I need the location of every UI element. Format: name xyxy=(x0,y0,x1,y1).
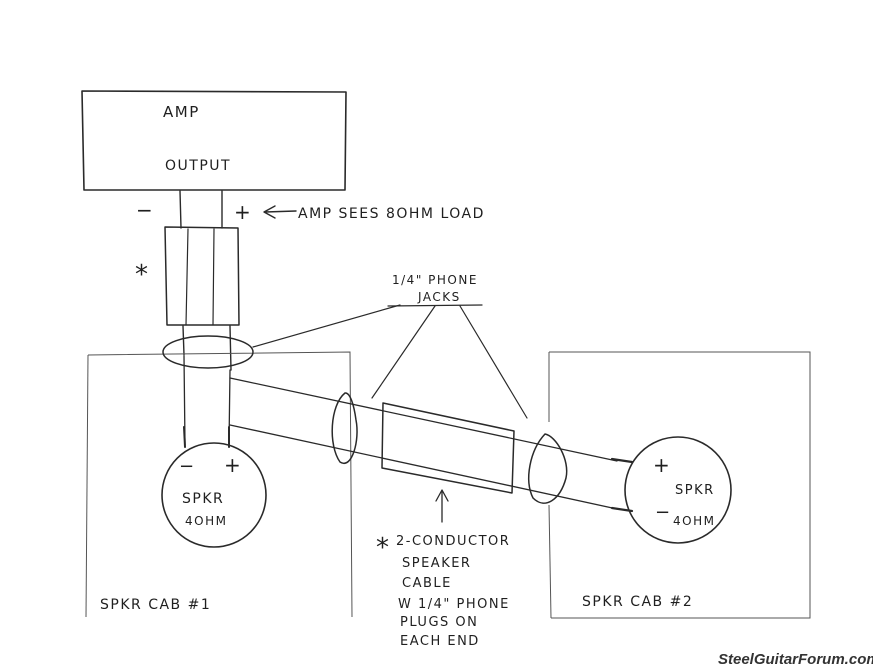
cab1-speaker-label: SPKR xyxy=(182,491,224,507)
link-cable-jack-left xyxy=(331,392,358,465)
speaker-cab-1: SPKR CAB #1 xyxy=(85,351,353,618)
amp-title: AMP xyxy=(163,103,200,121)
cable-note-arrow xyxy=(435,489,449,523)
amp-box: AMP OUTPUT xyxy=(81,90,347,191)
cab1-speaker xyxy=(161,442,267,548)
amp-output-label: OUTPUT xyxy=(165,158,231,174)
cable-note-line5: PLUGS ON xyxy=(400,615,478,630)
cable-note-line6: EACH END xyxy=(400,634,480,649)
cab2-speaker-label: SPKR xyxy=(675,483,715,498)
site-watermark: SteelGuitarForum.com xyxy=(718,651,873,668)
cab1-speaker-impedance: 4OHM xyxy=(185,514,227,528)
cab1-input-jack xyxy=(162,335,254,369)
cab1-label: SPKR CAB #1 xyxy=(100,597,211,613)
cable-note-line4: W 1/4" PHONE xyxy=(398,597,510,612)
link-cable-jack-right xyxy=(528,433,568,504)
load-arrow xyxy=(263,205,297,219)
speaker-cab-2: SPKR CAB #2 xyxy=(548,351,811,619)
jacks-pointers xyxy=(252,304,528,419)
cab2-speaker xyxy=(624,436,732,544)
amp-minus-sign: − xyxy=(136,198,153,222)
amp-output-wires xyxy=(179,190,223,229)
cable-note-line2: SPEAKER xyxy=(402,556,471,571)
cable-note-line3: CABLE xyxy=(402,576,452,591)
cab1-internal-wires xyxy=(183,355,231,448)
cab2-speaker-impedance: 4OHM xyxy=(673,514,715,528)
cab2-label: SPKR CAB #2 xyxy=(582,594,693,610)
jacks-label-line2: JACKS xyxy=(417,290,461,304)
amp-cable-plug xyxy=(164,226,240,371)
jacks-label-line1: 1/4" PHONE xyxy=(392,273,478,287)
cab1-speaker-plus: + xyxy=(224,453,241,477)
cab2-speaker-plus: + xyxy=(653,453,670,477)
amp-plus-sign: + xyxy=(234,200,251,224)
link-cable xyxy=(229,377,634,513)
cable-note: * 2-CONDUCTOR SPEAKER CABLE W 1/4" PHONE… xyxy=(376,533,510,649)
cable-note-asterisk: * xyxy=(376,533,389,563)
cable-note-line1: 2-CONDUCTOR xyxy=(396,534,510,549)
cab1-speaker-minus: − xyxy=(179,456,194,477)
cable-asterisk: * xyxy=(135,260,148,290)
cab2-speaker-minus: − xyxy=(655,502,670,523)
amp-load-note: AMP SEES 8OHM LOAD xyxy=(298,206,485,222)
